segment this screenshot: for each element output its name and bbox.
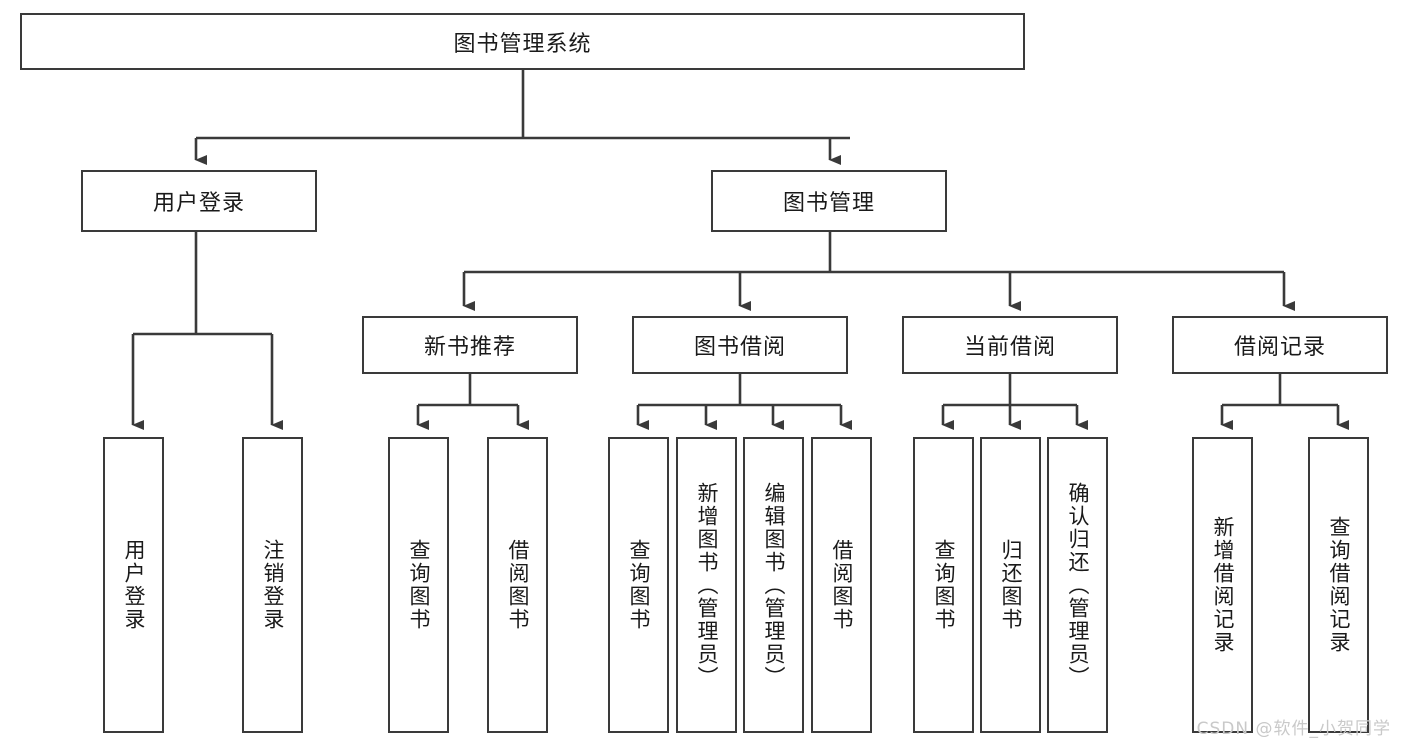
node-label: 图书管理系统 bbox=[453, 31, 592, 57]
node-label: 注销登录 bbox=[261, 539, 285, 631]
leaf-borrow-borrow-book[interactable]: 借阅图书 bbox=[811, 437, 872, 733]
node-label: 编辑图书（管理员） bbox=[762, 481, 786, 689]
leaf-record-query-borrow-record[interactable]: 查询借阅记录 bbox=[1308, 437, 1369, 733]
leaf-borrow-query-book[interactable]: 查询图书 bbox=[608, 437, 669, 733]
node-book-management[interactable]: 图书管理 bbox=[711, 170, 947, 232]
node-label: 图书借阅 bbox=[693, 335, 786, 360]
leaf-record-add-borrow-record[interactable]: 新增借阅记录 bbox=[1192, 437, 1253, 733]
node-borrow-record[interactable]: 借阅记录 bbox=[1172, 316, 1388, 374]
watermark: CSDN @软件_小贺同学 bbox=[1196, 719, 1391, 739]
leaf-borrow-edit-book-admin[interactable]: 编辑图书（管理员） bbox=[743, 437, 804, 733]
node-label: 确认归还（管理员） bbox=[1066, 481, 1090, 689]
leaf-user-logout[interactable]: 注销登录 bbox=[242, 437, 303, 733]
node-label: 查询图书 bbox=[932, 539, 956, 631]
leaf-user-login[interactable]: 用户登录 bbox=[103, 437, 164, 733]
node-label: 借阅图书 bbox=[830, 539, 854, 631]
node-root-book-management-system[interactable]: 图书管理系统 bbox=[20, 13, 1025, 70]
node-current-borrow[interactable]: 当前借阅 bbox=[902, 316, 1118, 374]
node-book-borrow[interactable]: 图书借阅 bbox=[632, 316, 848, 374]
node-label: 用户登录 bbox=[152, 191, 245, 216]
node-label: 查询图书 bbox=[407, 539, 431, 631]
node-label: 新增图书（管理员） bbox=[695, 481, 719, 689]
node-label: 借阅记录 bbox=[1233, 335, 1326, 360]
node-user-login[interactable]: 用户登录 bbox=[81, 170, 317, 232]
leaf-current-query-book[interactable]: 查询图书 bbox=[913, 437, 974, 733]
node-label: 当前借阅 bbox=[963, 335, 1056, 360]
leaf-recommend-query-book[interactable]: 查询图书 bbox=[388, 437, 449, 733]
leaf-borrow-add-book-admin[interactable]: 新增图书（管理员） bbox=[676, 437, 737, 733]
node-label: 新书推荐 bbox=[423, 335, 516, 360]
node-label: 查询借阅记录 bbox=[1327, 516, 1351, 654]
node-label: 归还图书 bbox=[999, 539, 1023, 631]
node-label: 新增借阅记录 bbox=[1211, 516, 1235, 654]
node-new-book-recommend[interactable]: 新书推荐 bbox=[362, 316, 578, 374]
node-label: 查询图书 bbox=[627, 539, 651, 631]
node-label: 图书管理 bbox=[782, 191, 875, 216]
leaf-current-return-book[interactable]: 归还图书 bbox=[980, 437, 1041, 733]
leaf-current-confirm-return-admin[interactable]: 确认归还（管理员） bbox=[1047, 437, 1108, 733]
node-label: 借阅图书 bbox=[506, 539, 530, 631]
node-label: 用户登录 bbox=[122, 539, 146, 631]
leaf-recommend-borrow-book[interactable]: 借阅图书 bbox=[487, 437, 548, 733]
